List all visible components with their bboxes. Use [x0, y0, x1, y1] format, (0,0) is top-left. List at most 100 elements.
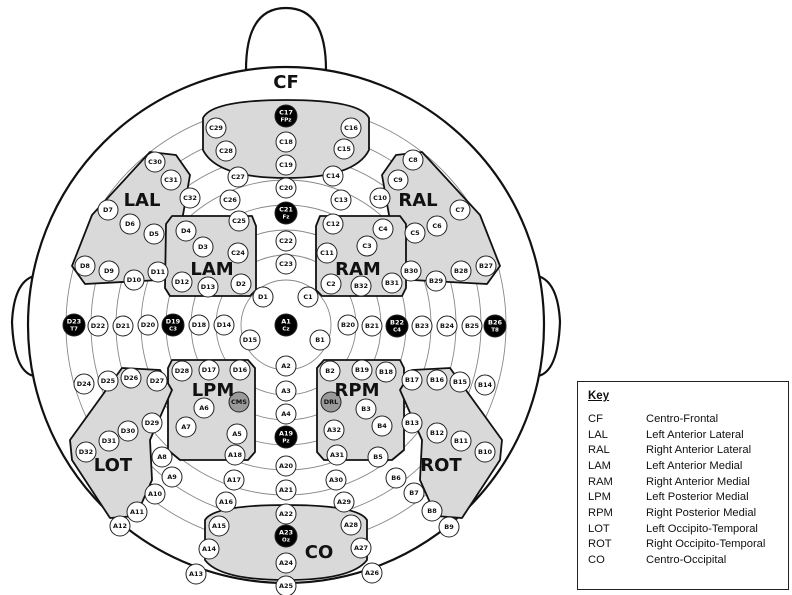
electrode-circle [316, 242, 338, 264]
electrode-circle [275, 131, 297, 153]
electrode-c11: C11 [316, 242, 338, 264]
electrode-label: D27 [150, 377, 164, 385]
electrode-label: A32 [327, 426, 341, 434]
electrode-label: A2 [281, 362, 291, 370]
key-description: Right Anterior Lateral [646, 444, 752, 457]
electrode-label: B6 [391, 474, 401, 482]
electrode-label: C29 [209, 124, 223, 132]
region-label-co: CO [305, 542, 334, 563]
electrode-circle [208, 515, 230, 537]
electrode-circle [274, 104, 298, 128]
electrode-circle [367, 446, 389, 468]
electrode-circle [369, 187, 391, 209]
electrode-label: C2 [326, 280, 335, 288]
electrode-label: D15 [243, 336, 258, 344]
electrode-d6: D6 [119, 213, 141, 235]
electrode-a18: A18 [224, 444, 246, 466]
electrode-circle [252, 286, 274, 308]
key-code: ROT [588, 538, 612, 551]
electrode-b21: B21 [361, 315, 383, 337]
electrode-label: D7 [103, 206, 113, 214]
electrode-circle [404, 222, 426, 244]
electrode-circle [226, 423, 248, 445]
electrode-label: D9 [104, 267, 114, 275]
electrode-label: D18 [192, 321, 207, 329]
key-code: LAL [588, 428, 608, 441]
electrode-circle [275, 403, 297, 425]
electrode-montage-diagram: A2A3A4A5A6A7A8A9A10A11A12A13A14A15A16A17… [10, 6, 562, 595]
electrode-d5: D5 [143, 223, 165, 245]
electrode-label: D20 [141, 321, 156, 329]
electrode-label: B18 [379, 368, 393, 376]
electrode-b9: B9 [438, 516, 460, 538]
electrode-circle [320, 391, 342, 413]
electrode-c1: C1 [297, 286, 319, 308]
electrode-circle [179, 187, 201, 209]
electrode-label: C22 [279, 237, 293, 245]
electrode-b13: B13 [401, 412, 423, 434]
key-code: CO [588, 554, 605, 567]
electrode-circle [337, 314, 359, 336]
electrode-label: A18 [228, 451, 243, 459]
electrode-label: A26 [365, 569, 380, 577]
electrode-a4: A4 [275, 403, 297, 425]
electrode-b2: B2 [319, 360, 341, 382]
electrode-circle [97, 370, 119, 392]
electrode-label: A20 [279, 462, 294, 470]
electrode-circle [275, 455, 297, 477]
electrode-a15: A15 [208, 515, 230, 537]
electrode-circle [146, 370, 168, 392]
electrode-c20: C20 [275, 177, 297, 199]
electrode-a16: A16 [215, 491, 237, 513]
electrode-d27: D27 [146, 370, 168, 392]
electrode-c9: C9 [387, 169, 409, 191]
electrode-label: B3 [361, 405, 370, 413]
electrode-label: D4 [181, 227, 191, 235]
electrode-circle [387, 169, 409, 191]
electrode-circle [62, 313, 86, 337]
electrode-label: D2 [236, 280, 246, 288]
key-code: RAM [588, 475, 613, 488]
electrode-circle [227, 166, 249, 188]
electrode-label: C28 [219, 147, 233, 155]
electrode-b11: B11 [450, 430, 472, 452]
electrode-c3: C3 [356, 235, 378, 257]
key-description: Left Occipito-Temporal [646, 522, 758, 535]
electrode-circle [325, 469, 347, 491]
region-label-lot: LOT [94, 455, 133, 476]
electrode-label: C15 [337, 145, 351, 153]
electrode-a9: A9 [161, 466, 183, 488]
electrode-c19: C19 [275, 154, 297, 176]
electrode-a21: A21 [275, 479, 297, 501]
electrode-circle [123, 269, 145, 291]
electrode-circle [411, 315, 433, 337]
electrode-circle [403, 482, 425, 504]
electrode-c15: C15 [333, 138, 355, 160]
electrode-cms: CMS [228, 391, 250, 413]
electrode-c6: C6 [426, 215, 448, 237]
electrode-a27: A27 [350, 537, 372, 559]
electrode-markers: A2A3A4A5A6A7A8A9A10A11A12A13A14A15A16A17… [62, 104, 507, 595]
electrode-label: D1 [258, 293, 268, 301]
electrode-label: B26 [488, 319, 502, 327]
electrode-circle [474, 441, 496, 463]
electrode-b18: B18 [375, 361, 397, 383]
electrode-circle [449, 371, 471, 393]
electrode-circle [74, 255, 96, 277]
electrode-c4: C4 [372, 218, 394, 240]
electrode-label: A6 [199, 404, 209, 412]
key-code: RPM [588, 506, 613, 519]
electrode-d21: D21 [112, 315, 134, 337]
electrode-label: B24 [440, 322, 454, 330]
electrode-circle [219, 189, 241, 211]
electrode-c31: C31 [160, 169, 182, 191]
electrode-label: D5 [149, 230, 159, 238]
electrode-circle [309, 329, 331, 351]
electrode-circle [126, 501, 148, 523]
electrode-c29: C29 [205, 117, 227, 139]
electrode-label: D12 [175, 278, 189, 286]
